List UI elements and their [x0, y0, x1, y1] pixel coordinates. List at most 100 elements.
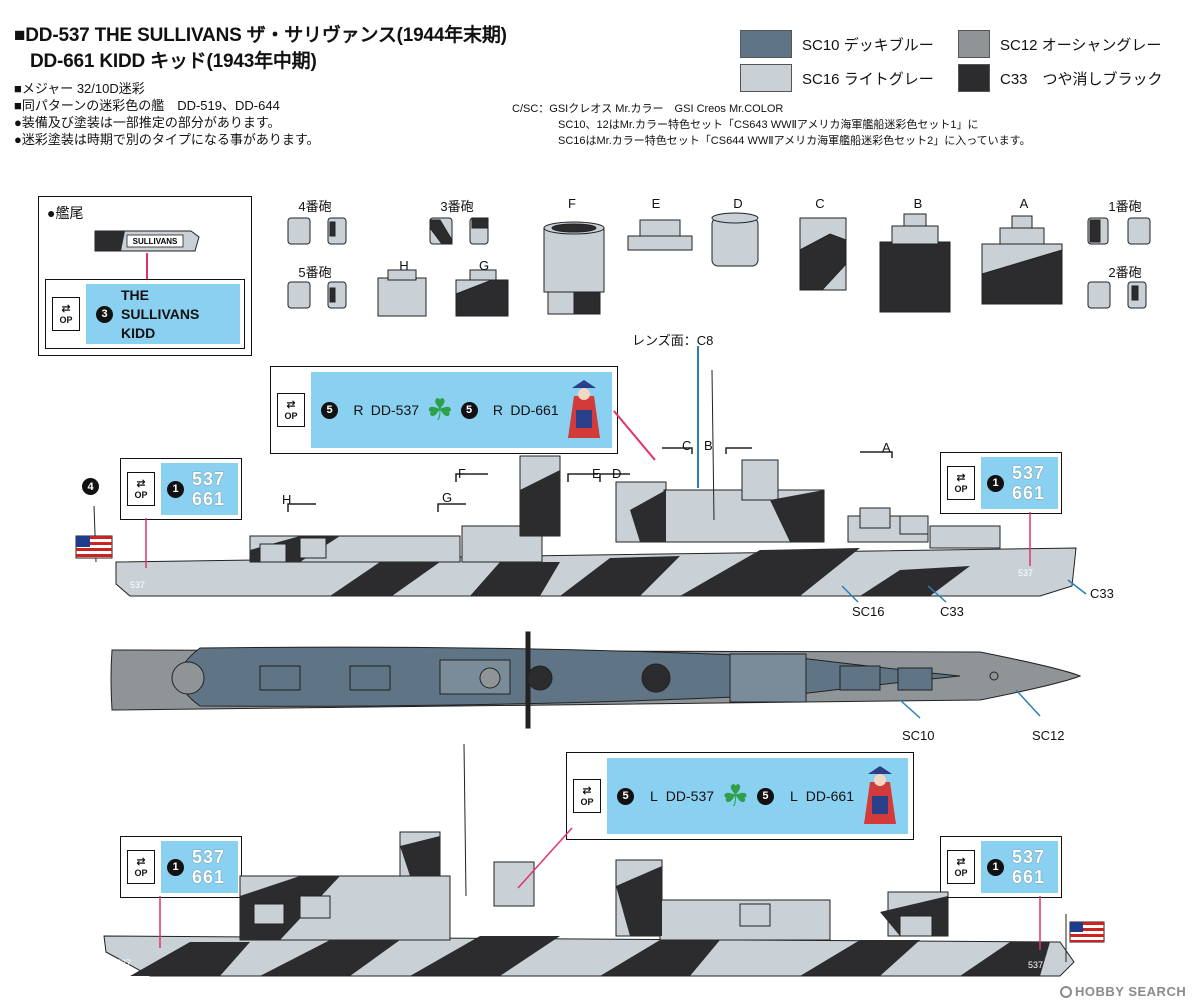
note-line: ●迷彩塗装は時期で別のタイプになる事があります。 — [14, 132, 320, 147]
section-label-b: B — [704, 438, 713, 453]
color-label: C33 つや消しブラック — [1000, 70, 1163, 88]
decal-number: 5 — [617, 787, 634, 805]
stern-label: ●艦尾 — [47, 205, 84, 221]
decal-hull-id: DD-661 — [510, 402, 559, 418]
callout-sc16: SC16 — [852, 604, 885, 619]
title-line1: ■DD-537 THE SULLIVANS ザ・サリヴァンス(1944年末期) — [14, 25, 507, 46]
decal-side: L — [789, 788, 798, 804]
us-flag-icon — [75, 535, 113, 559]
hobby-search-watermark: HOBBY SEARCH — [1060, 984, 1186, 999]
decal-panel-left: 5 L DD-537 ☘ 5 L DD-661 — [607, 758, 908, 834]
bow-hull-number: 537 — [1028, 960, 1043, 970]
note-line: ■メジャー 32/10D迷彩 — [14, 81, 145, 96]
creos-line1: C/SC：GSIクレオス Mr.カラー GSI Creos Mr.COLOR — [512, 103, 784, 115]
stern-hull-number: 537 — [116, 958, 131, 968]
part-label-gun4: 4番砲 — [298, 199, 332, 214]
stern-decal: ⇄OP 3 THE SULLIVANS KIDD — [45, 279, 245, 349]
color-swatch — [958, 64, 990, 92]
stern-decal-text1: THE SULLIVANS — [121, 286, 200, 322]
hull-number-661: 661 — [1012, 483, 1046, 503]
color-legend-sc10: SC10 デッキブルー — [740, 30, 934, 58]
part-label-gun3: 3番砲 — [440, 199, 474, 214]
part-label-e: E — [651, 196, 661, 211]
section-label-f: F — [458, 466, 466, 481]
decal-number: 1 — [987, 474, 1004, 492]
op-icon: ⇄OP — [573, 779, 601, 813]
section-label-e: E — [592, 466, 601, 481]
hull-number-661: 661 — [192, 867, 226, 887]
shamrock-icon: ☘ — [722, 779, 749, 813]
section-label-h: H — [282, 492, 292, 507]
stern-leader-line — [146, 253, 148, 281]
color-swatch — [958, 30, 990, 58]
hull-number-661: 661 — [192, 489, 226, 509]
decal-hull-id: DD-537 — [370, 402, 420, 418]
part-label-b: B — [913, 196, 923, 211]
op-arrows-icon: ⇄ — [286, 398, 296, 411]
color-label: SC10 デッキブルー — [802, 36, 934, 54]
decal-hull-id: DD-661 — [805, 788, 854, 804]
section-label-g: G — [442, 490, 453, 505]
decal-box-right: ⇄OP 5 R DD-537 ☘ 5 R DD-661 — [270, 366, 618, 454]
section-label-a: A — [882, 440, 891, 455]
bow-hull-number: 537 — [1018, 568, 1033, 578]
op-arrows-icon: ⇄ — [956, 471, 966, 484]
callout-sc12: SC12 — [1032, 728, 1065, 743]
op-icon: ⇄OP — [947, 850, 975, 884]
op-icon: ⇄OP — [127, 850, 155, 884]
stern-box: ●艦尾 SULLIVANS ⇄OP 3 THE SULLIVANS KIDD — [38, 196, 252, 356]
decal-number: 3 — [96, 305, 113, 323]
parts-drawing — [287, 212, 1151, 317]
decal-number: 1 — [167, 480, 184, 498]
op-arrows-icon: ⇄ — [136, 855, 146, 868]
hull-number-537: 537 — [1012, 463, 1046, 483]
ship-plan-view — [110, 631, 1082, 729]
color-swatch — [740, 64, 792, 92]
part-label-c: C — [815, 196, 825, 211]
hull-number-661: 661 — [1012, 867, 1046, 887]
part-label-gun5: 5番砲 — [298, 265, 332, 280]
callout-c33-bow: C33 — [1090, 586, 1114, 601]
op-icon: ⇄OP — [52, 297, 80, 331]
hull-number-537: 537 — [1012, 847, 1046, 867]
color-swatch — [740, 30, 792, 58]
us-flag-icon — [1069, 921, 1105, 943]
op-icon: ⇄OP — [277, 393, 305, 427]
decal-number: 1 — [987, 858, 1004, 876]
note-line: ■同パターンの迷彩色の艦 DD-519、DD-644 — [14, 98, 280, 113]
op-icon: ⇄OP — [947, 466, 975, 500]
decal-panel-right: 5 R DD-537 ☘ 5 R DD-661 — [311, 372, 612, 448]
pirate-kidd-icon — [567, 380, 600, 438]
stern-hull-number: 537 — [130, 580, 145, 590]
notes: ■メジャー 32/10D迷彩 ■同パターンの迷彩色の艦 DD-519、DD-64… — [14, 80, 320, 148]
decal-side: R — [353, 402, 364, 418]
part-label-g: G — [478, 258, 490, 273]
color-legend-sc16: SC16 ライトグレー — [740, 64, 934, 92]
callout-sc10: SC10 — [902, 728, 935, 743]
ship-profile-starboard: 537 537 — [75, 369, 1087, 603]
color-legend-c33: C33 つや消しブラック — [958, 64, 1163, 92]
stern-hull-text: SULLIVANS — [133, 237, 178, 246]
decal-number: 1 — [167, 858, 184, 876]
pirate-kidd-icon — [864, 766, 896, 824]
hobby-search-logo-icon — [1060, 986, 1072, 998]
color-label: SC12 オーシャングレー — [1000, 36, 1162, 54]
color-label: SC16 ライトグレー — [802, 70, 934, 88]
section-label-d: D — [612, 466, 622, 481]
op-arrows-icon: ⇄ — [956, 855, 966, 868]
part-label-gun2: 2番砲 — [1108, 265, 1142, 280]
hull-number-537: 537 — [192, 469, 226, 489]
color-legend-sc12: SC12 オーシャングレー — [958, 30, 1161, 58]
part-label-a: A — [1019, 196, 1029, 211]
shamrock-icon: ☘ — [426, 393, 454, 427]
op-arrows-icon: ⇄ — [61, 302, 71, 315]
decal-side: R — [492, 402, 504, 418]
lens-leader-line — [697, 346, 699, 488]
